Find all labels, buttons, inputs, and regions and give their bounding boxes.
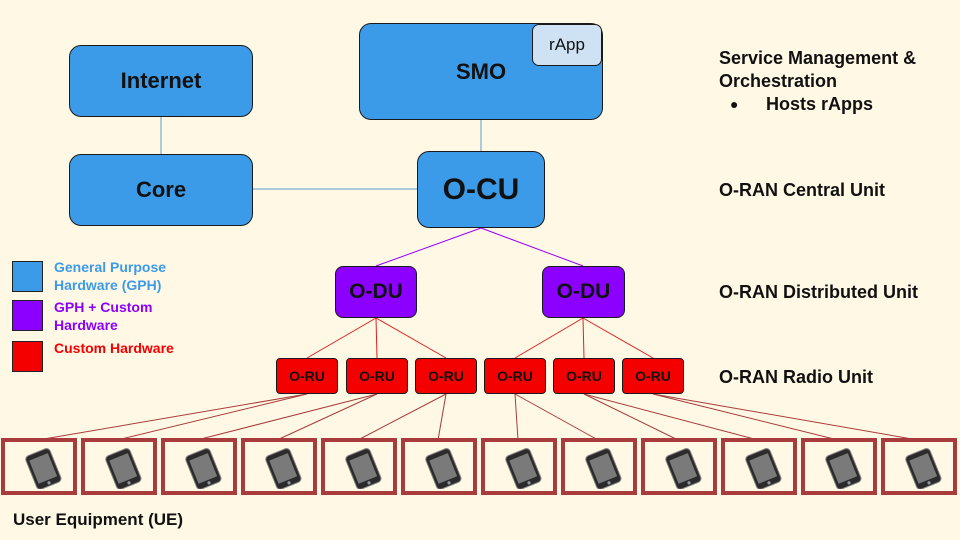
legend-gph-text: General Purpose Hardware (GPH): [54, 259, 167, 293]
smartphone-icon: [185, 448, 222, 489]
legend-custom-text: Custom Hardware: [54, 340, 174, 356]
legend-gph-swatch: [12, 261, 43, 292]
smartphone-icon: [105, 448, 142, 489]
legend-custom-swatch: [12, 341, 43, 372]
smo-label-line2: Orchestration: [719, 71, 838, 91]
oru-node-4: O-RU: [484, 358, 546, 394]
smartphone-icon: [25, 448, 62, 489]
legend-gph-custom-swatch: [12, 300, 43, 331]
smartphone-icon: [665, 448, 702, 489]
ue-device: [161, 438, 237, 495]
internet-node: Internet: [69, 45, 253, 117]
oru-node-5: O-RU: [553, 358, 615, 394]
ocu-label: O-RAN Central Unit: [719, 180, 885, 200]
oru-node-6: O-RU: [622, 358, 684, 394]
smartphone-icon: [265, 448, 302, 489]
ue-label: User Equipment (UE): [13, 510, 184, 529]
smo-label-line1: Service Management &: [719, 48, 917, 68]
rapp-node: rApp: [532, 24, 602, 66]
ue-device: [721, 438, 797, 495]
ue-device: [481, 438, 557, 495]
odu-label: O-RAN Distributed Unit: [719, 282, 918, 302]
ue-device: [641, 438, 717, 495]
ue-device: [401, 438, 477, 495]
odu-node-1: O-DU: [335, 266, 417, 318]
smo-bullet-text: Hosts rApps: [766, 94, 874, 114]
smartphone-icon: [345, 448, 382, 489]
smartphone-icon: [825, 448, 862, 489]
smartphone-icon: [425, 448, 462, 489]
oru-node-1: O-RU: [276, 358, 338, 394]
ocu-node: O-CU: [417, 151, 545, 228]
oru-node-2: O-RU: [346, 358, 408, 394]
ue-device: [81, 438, 157, 495]
smartphone-icon: [745, 448, 782, 489]
legend-gph-custom-text: GPH + Custom Hardware: [54, 299, 153, 333]
ue-device: [1, 438, 77, 495]
ue-device: [561, 438, 637, 495]
oru-label: O-RAN Radio Unit: [719, 367, 873, 387]
ue-device: [881, 438, 957, 495]
smartphone-icon: [505, 448, 542, 489]
smo-bullet-dot: ●: [730, 96, 739, 112]
odu-node-2: O-DU: [542, 266, 625, 318]
ue-device: [241, 438, 317, 495]
smartphone-icon: [585, 448, 622, 489]
smartphone-icon: [905, 448, 942, 489]
oru-node-3: O-RU: [415, 358, 477, 394]
core-node: Core: [69, 154, 253, 226]
ue-device: [321, 438, 397, 495]
ue-device: [801, 438, 877, 495]
